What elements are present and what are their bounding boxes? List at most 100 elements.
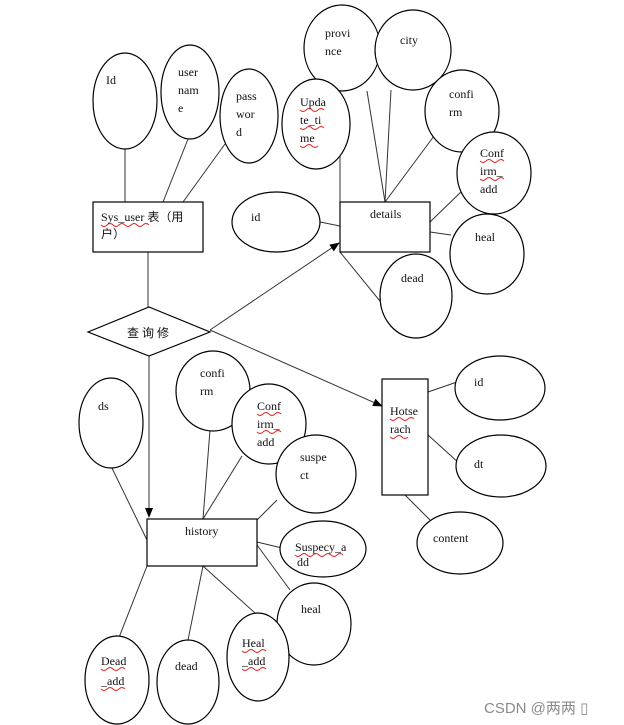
entity-details[interactable]: details — [339, 201, 431, 253]
attribute-label-line: Upda — [300, 95, 327, 109]
attribute-label-line: dd — [297, 555, 309, 569]
attribute-label-line: _add — [100, 674, 124, 688]
attribute-label-line: content — [433, 531, 469, 545]
connector-details-heal — [429, 231, 452, 236]
spellcheck-underline — [100, 223, 150, 227]
attribute-label-line: rm — [200, 384, 214, 398]
connector-details-province — [366, 90, 386, 203]
attribute-dead-details[interactable]: dead — [379, 253, 453, 339]
attribute-id-hot[interactable]: id — [454, 355, 546, 421]
connector-details-city — [384, 89, 392, 203]
attribute-ds[interactable]: ds — [78, 377, 144, 469]
attribute-label-line: e — [178, 101, 183, 115]
attribute-label-line: me — [300, 131, 315, 145]
entity-label-line: rach — [390, 422, 411, 436]
attribute-confirm-details[interactable]: confi rm — [424, 69, 500, 153]
watermark: CSDN @两两 ▯ — [484, 700, 588, 717]
attribute-label-line: rm — [449, 105, 463, 119]
attribute-password[interactable]: pass wor d — [219, 68, 279, 164]
attribute-suspect[interactable]: suspe ct — [275, 434, 357, 514]
attribute-label-line: id — [474, 375, 483, 389]
connector-details-dead — [339, 251, 385, 307]
attribute-label-line: dt — [474, 457, 484, 471]
attribute-confirm-history[interactable]: confi rm — [175, 350, 251, 432]
connectors — [109, 89, 464, 641]
connector-history-dead — [187, 565, 204, 641]
spellcheck-underline — [299, 144, 319, 148]
attribute-label-line: nam — [178, 83, 199, 97]
attribute-label-line: suspe — [300, 450, 327, 464]
spellcheck-underline — [389, 417, 415, 421]
attribute-dt[interactable]: dt — [455, 434, 547, 498]
attribute-id-details[interactable]: id — [231, 191, 321, 253]
spellcheck-underline — [389, 435, 409, 439]
attribute-label-line: confi — [200, 366, 225, 380]
connector-relationship-hotsearch — [209, 329, 383, 407]
entity-sys-user[interactable]: Sys_user 表（用 户） — [92, 201, 204, 253]
connector-history-suspect — [256, 499, 278, 521]
entity-history[interactable]: history — [146, 518, 258, 567]
connector-history-ds — [109, 463, 148, 541]
spellcheck-underline — [241, 649, 267, 653]
spellcheck-underline — [479, 177, 505, 181]
attribute-label-line: Conf — [257, 399, 281, 413]
attribute-heal-add[interactable]: Heal _add — [226, 612, 290, 702]
spellcheck-underline — [100, 687, 126, 691]
connector-history-suspect-add — [256, 541, 283, 549]
attribute-username[interactable]: user nam e — [160, 44, 220, 140]
entity-label-line: history — [185, 524, 218, 538]
connector-details-confirm-add — [429, 189, 464, 223]
attribute-label-line: irm_ — [257, 417, 281, 431]
connector-details-confirm — [384, 131, 438, 203]
attribute-update-time[interactable]: Upda te_ti me — [281, 78, 351, 170]
attribute-label-line: d — [236, 125, 242, 139]
attribute-label-line: wor — [236, 107, 255, 121]
attribute-label-line: city — [400, 33, 418, 47]
spellcheck-underline — [479, 159, 505, 163]
attribute-label-line: id — [251, 210, 260, 224]
attribute-label-line: heal — [301, 602, 322, 616]
attribute-confirm-add-details[interactable]: Conf irm_ add — [456, 131, 532, 215]
attribute-label-line: te_ti — [300, 113, 322, 127]
spellcheck-underline — [299, 126, 325, 130]
connector-hot-dt — [427, 434, 461, 465]
attribute-label-line: dead — [401, 271, 424, 285]
attribute-label-line: confi — [449, 87, 474, 101]
attribute-dead-history[interactable]: dead — [156, 639, 220, 725]
attribute-user-id[interactable]: Id — [92, 52, 158, 150]
relationship-query[interactable]: 查 询 修 — [86, 306, 212, 357]
attribute-heal-details[interactable]: heal — [449, 213, 525, 295]
connector-history-dead-add — [117, 565, 148, 641]
attribute-confirm-add-history[interactable]: Conf irm_ add — [231, 383, 307, 465]
entity-label-line: details — [370, 207, 402, 221]
entity-label-line: Hotse — [390, 404, 418, 418]
connector-user-password — [182, 143, 226, 203]
attribute-label-line: Conf — [480, 146, 504, 160]
attribute-label-line: nce — [325, 44, 342, 58]
spellcheck-underline — [294, 553, 344, 557]
connector-history-heal-add — [202, 565, 256, 614]
attribute-suspect-add[interactable]: Suspecy_a dd — [279, 520, 367, 578]
attribute-label-line: dead — [175, 659, 198, 673]
entity-label-line: Sys_user 表（用 — [101, 210, 183, 224]
attribute-label-line: user — [178, 65, 198, 79]
attribute-label-line: add — [480, 182, 497, 196]
attribute-content[interactable]: content — [416, 511, 504, 575]
attribute-province[interactable]: provi nce — [303, 4, 381, 92]
entity-label-line: 户） — [101, 226, 125, 241]
attribute-label-line: Suspecy_a — [295, 540, 347, 554]
attribute-label-line: pass — [236, 89, 257, 103]
connector-details-id — [319, 221, 341, 227]
attribute-label-line: Heal — [242, 636, 265, 650]
attribute-label-line: provi — [325, 26, 351, 40]
attribute-label-line: irm_ — [480, 164, 504, 178]
attribute-label-line: add — [257, 435, 274, 449]
attribute-label-line: Dead — [101, 654, 126, 668]
attribute-dead-add[interactable]: Dead _add — [84, 635, 150, 725]
attribute-label-line: ds — [98, 399, 109, 413]
connector-history-confirm — [202, 429, 211, 520]
attribute-city[interactable]: city — [374, 9, 452, 91]
connector-hot-content — [404, 494, 431, 521]
entity-hotsearch[interactable]: Hotse rach — [381, 378, 429, 496]
